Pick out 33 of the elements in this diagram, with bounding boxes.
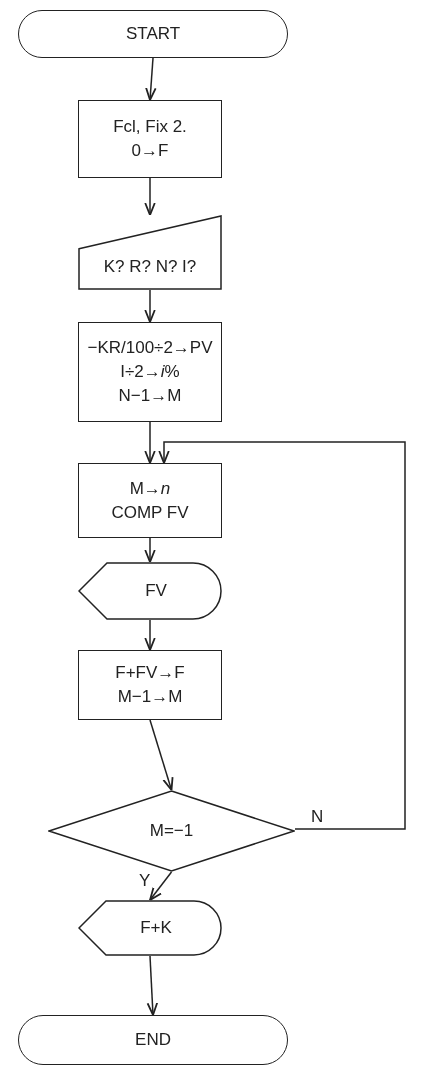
node-text: END [135, 1029, 171, 1051]
process-box [78, 650, 222, 720]
node-text: START [125, 23, 181, 45]
edge-label: N [310, 808, 325, 825]
arrow [144, 289, 156, 323]
node-text: 0→F [131, 140, 169, 162]
process-box [78, 463, 222, 538]
node-text: −KR/100÷2→PV [87, 337, 213, 359]
process-box [78, 100, 222, 178]
terminal-shape [18, 10, 288, 58]
node-text: M=−1 [149, 820, 194, 842]
node-text: M−1→M [117, 686, 183, 708]
node-text: F+K [140, 917, 172, 939]
terminal-shape [18, 1015, 288, 1065]
arrow [158, 441, 406, 830]
arrow [144, 537, 156, 563]
process-box [78, 322, 222, 422]
arrow [144, 177, 156, 216]
edge-label: Y [138, 872, 152, 889]
node-text: I÷2→i% [120, 361, 180, 383]
arrow [144, 619, 156, 651]
node-text: COMP FV [111, 501, 189, 524]
arrow [146, 955, 159, 1016]
node-text: FV [145, 580, 167, 602]
arrow [145, 57, 157, 101]
node-text: K? R? N? I? [103, 255, 197, 278]
node-text: N−1→M [118, 385, 182, 407]
arrow [149, 871, 173, 901]
arrow [144, 421, 156, 464]
node-text: M→n [129, 477, 171, 500]
arrow [149, 719, 174, 791]
node-text: F+FV→F [115, 662, 185, 684]
node-text: Fcl, Fix 2. [113, 116, 187, 138]
